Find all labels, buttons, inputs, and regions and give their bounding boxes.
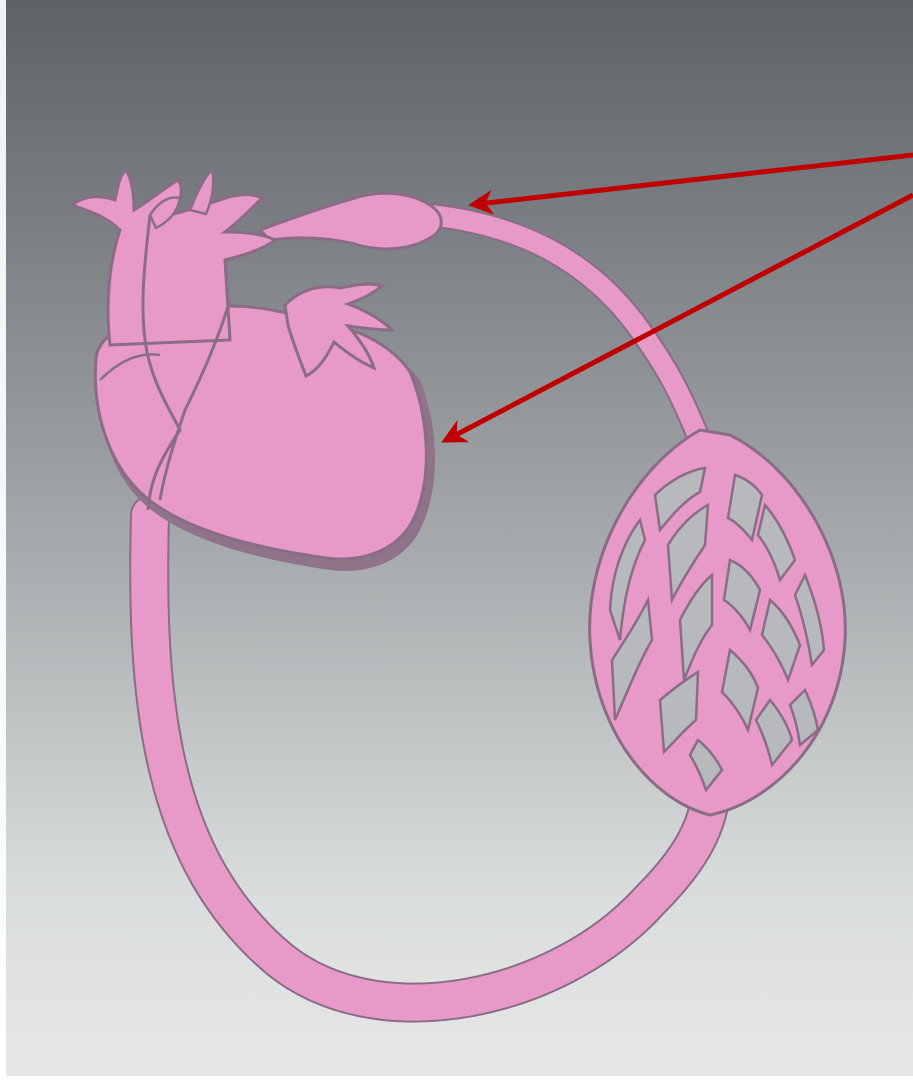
pointer-arrow-to-bulb: [478, 155, 913, 204]
capillary-network: [590, 430, 846, 815]
slide-bottom-margin: [0, 1076, 913, 1081]
aorta-bulb: [260, 193, 441, 249]
